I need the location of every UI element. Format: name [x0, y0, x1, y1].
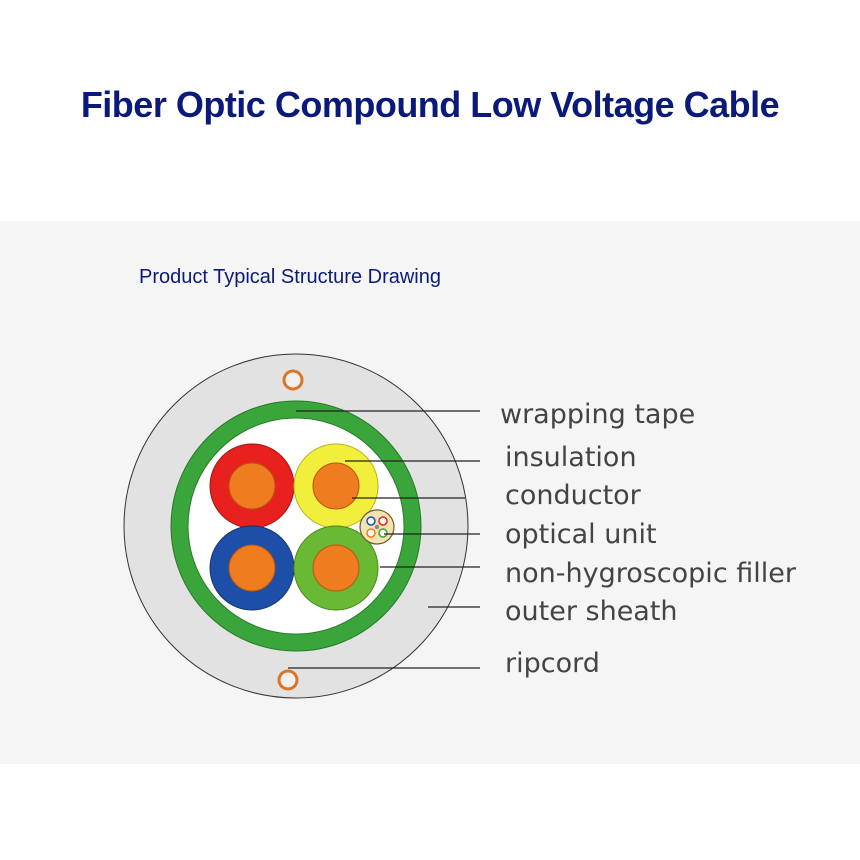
label-insulation: insulation	[505, 442, 637, 473]
core-conductor-red	[228, 462, 276, 510]
ripcord-bottom	[277, 669, 299, 691]
label-wrapping-tape: wrapping tape	[500, 399, 696, 430]
label-optical-unit: optical unit	[505, 519, 657, 550]
page-title: Fiber Optic Compound Low Voltage Cable	[80, 84, 780, 125]
core-conductor-yellow	[312, 462, 360, 510]
optical-unit	[359, 509, 395, 545]
label-conductor: conductor	[505, 480, 641, 511]
label-ripcord: ripcord	[505, 648, 600, 679]
core-conductor-blue	[228, 544, 276, 592]
label-outer-sheath: outer sheath	[505, 596, 678, 627]
ripcord-top	[282, 369, 304, 391]
drawing-subtitle: Product Typical Structure Drawing	[139, 266, 441, 288]
core-conductor-green	[312, 544, 360, 592]
label-non-hygroscopic-filler: non-hygroscopic filler	[505, 558, 796, 589]
